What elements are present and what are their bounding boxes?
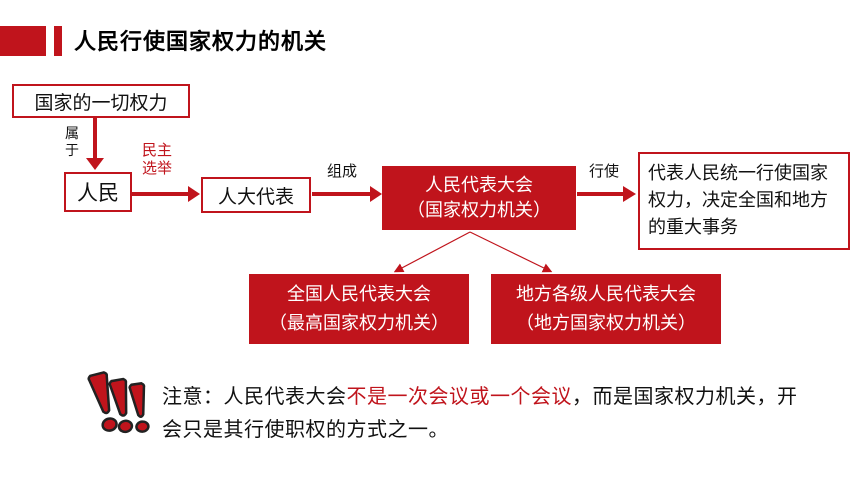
page-title: 人民行使国家权力的机关 [74, 29, 328, 55]
local-npc-box: 地方各级人民代表大会 （地方国家权力机关） [491, 274, 721, 344]
note-highlight: 不是一次会议或一个会议 [346, 384, 572, 408]
npc-title: 人民代表大会 [425, 175, 533, 196]
election-line-2: 选举 [142, 159, 173, 177]
exercise-label: 行使 [589, 162, 620, 180]
arrow-to-national [393, 231, 471, 273]
belongs-to-label: 属 于 [62, 126, 82, 160]
people-label: 人民 [77, 181, 119, 205]
national-npc-title: 全国人民代表大会 [287, 284, 431, 305]
arrow-to-local [469, 231, 553, 273]
people-box: 人民 [64, 172, 132, 212]
exclamation-warning-icon [87, 371, 150, 434]
compose-label: 组成 [327, 162, 358, 180]
function-box: 代表人民统一行使国家权力，决定全国和地方的重大事务 [638, 152, 850, 250]
arrow-belongs-head [86, 158, 104, 170]
belongs-to-char-1: 属 [65, 126, 79, 142]
arrow-election-head [188, 186, 200, 202]
header-accent-tick [54, 26, 62, 56]
arrow-compose-head [370, 186, 382, 202]
national-npc-box: 全国人民代表大会 （最高国家权力机关） [249, 274, 469, 344]
note-text: 注意：人民代表大会不是一次会议或一个会议，而是国家权力机关，开会只是其行使职权的… [162, 380, 802, 446]
local-npc-subtitle: （地方国家权力机关） [516, 313, 696, 334]
democratic-election-label: 民主 选举 [142, 141, 172, 177]
npc-box: 人民代表大会 （国家权力机关） [382, 166, 576, 230]
header-accent-bar [0, 26, 46, 56]
note-suffix: ，而是国家权力机关，开会只是其行使职权的方式之一。 [162, 384, 798, 441]
belongs-to-char-2: 于 [65, 143, 79, 159]
function-text: 代表人民统一行使国家权力，决定全国和地方的重大事务 [648, 163, 828, 238]
election-line-1: 民主 [142, 141, 173, 159]
arrow-exercise-head [623, 186, 636, 202]
npc-subtitle: （国家权力机关） [407, 200, 551, 221]
note-prefix: 注意：人民代表大会 [162, 384, 347, 408]
all-state-power-box: 国家的一切权力 [12, 84, 190, 118]
local-npc-title: 地方各级人民代表大会 [516, 284, 696, 305]
deputies-box: 人大代表 [201, 177, 311, 213]
deputies-label: 人大代表 [217, 185, 294, 208]
all-state-power-label: 国家的一切权力 [34, 91, 168, 114]
national-npc-subtitle: （最高国家权力机关） [269, 313, 449, 334]
